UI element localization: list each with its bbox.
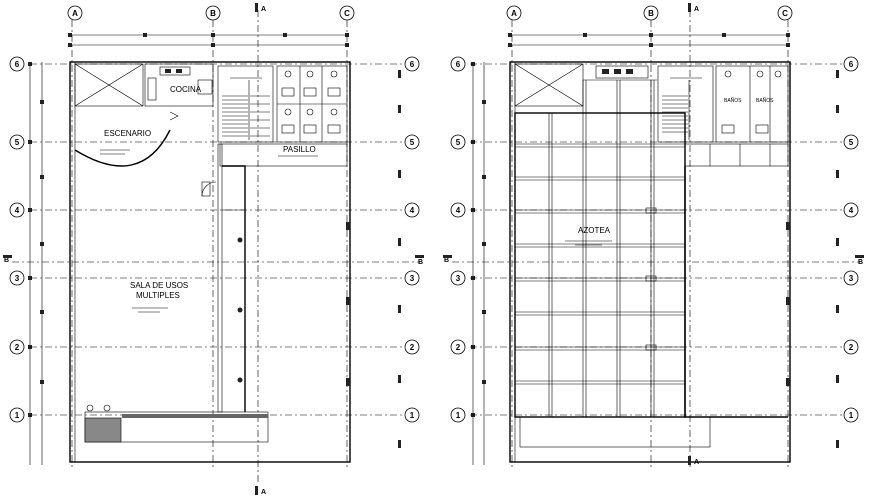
- shaft: [74, 63, 144, 107]
- svg-text:3: 3: [849, 274, 854, 283]
- right-row-bubbles-right: 6 5 4 3 2 1: [843, 56, 859, 423]
- svg-text:4: 4: [456, 206, 461, 215]
- left-row-bubbles-right: 6 5 4 3 2 1: [404, 56, 420, 423]
- left-column-bubbles: A B C: [67, 5, 355, 21]
- right-column-bubbles: A B C: [506, 5, 793, 21]
- row-label-3: 3: [15, 274, 20, 283]
- right-right-ticks: [836, 70, 839, 448]
- right-cut-markers: A A B B: [443, 3, 864, 466]
- svg-text:C: C: [344, 9, 350, 18]
- roof-outer-wall: [509, 61, 791, 463]
- hall-label-line1: SALA DE USOS: [130, 281, 188, 290]
- restrooms: [276, 65, 348, 143]
- bath-b-label: BAÑOS: [756, 97, 774, 104]
- roof-bubble-a: A: [511, 9, 517, 18]
- left-right-ticks: [398, 70, 401, 448]
- row-label-2: 2: [15, 343, 20, 352]
- cut-mark-top: A: [261, 6, 266, 13]
- svg-text:6: 6: [410, 60, 415, 69]
- partition-wall: [222, 165, 246, 412]
- svg-text:3: 3: [410, 274, 415, 283]
- cut-mark-left: B: [4, 257, 9, 264]
- bubble-b: [205, 5, 221, 21]
- roof-cut-mark-top: A: [694, 6, 699, 13]
- row-label-1: 1: [15, 411, 20, 420]
- left-row-bubbles-left: 6 5 4 3 2 1: [9, 56, 25, 423]
- right-roof-plan: BAÑOS BAÑOS: [443, 3, 864, 470]
- roof-label: AZOTEA: [578, 226, 611, 235]
- bubble-a: [67, 5, 83, 21]
- roof-tile-grid: [514, 79, 686, 418]
- roof-cut-mark-left: B: [444, 257, 449, 264]
- row-label-6: 6: [15, 60, 20, 69]
- stairs: [217, 65, 274, 143]
- stage-label: ESCENARIO: [104, 129, 151, 138]
- svg-text:2: 2: [849, 343, 854, 352]
- roof-restrooms: BAÑOS BAÑOS: [715, 65, 789, 143]
- stair-treads: [222, 77, 270, 140]
- roof-cut-mark-bottom: A: [694, 459, 699, 466]
- hallway-label: PASILLO: [283, 145, 316, 154]
- roof-bubble-b: B: [648, 9, 654, 18]
- door: [201, 181, 211, 197]
- svg-text:5: 5: [456, 138, 461, 147]
- roof-stair-treads: [662, 77, 702, 140]
- svg-text:5: 5: [410, 138, 415, 147]
- svg-text:1: 1: [410, 411, 415, 420]
- svg-text:5: 5: [849, 138, 854, 147]
- row-label-5: 5: [15, 138, 20, 147]
- kitchen-label: COCINA: [170, 85, 202, 94]
- row-label-4: 4: [15, 206, 20, 215]
- left-cut-markers: A A B B: [3, 3, 424, 496]
- svg-text:3: 3: [456, 274, 461, 283]
- cut-mark-right: B: [418, 259, 423, 266]
- svg-text:1: 1: [456, 411, 461, 420]
- svg-text:1: 1: [849, 411, 854, 420]
- cut-mark-bottom: A: [261, 489, 266, 496]
- svg-text:2: 2: [410, 343, 415, 352]
- left-floor-plan: COCINA PASILLO ESCENARIO: [3, 3, 424, 496]
- bubble-c: [339, 5, 355, 21]
- svg-text:6: 6: [456, 60, 461, 69]
- svg-text:2: 2: [456, 343, 461, 352]
- stage-edge: [74, 129, 171, 167]
- right-row-bubbles-left: 6 5 4 3 2 1: [450, 56, 466, 423]
- svg-text:A: A: [72, 9, 78, 18]
- svg-text:B: B: [210, 9, 216, 18]
- svg-text:4: 4: [849, 206, 854, 215]
- svg-text:6: 6: [849, 60, 854, 69]
- bath-a-label: BAÑOS: [724, 97, 742, 104]
- kitchen-room: [144, 63, 214, 107]
- hallway: [219, 143, 348, 167]
- roof-bubble-c: C: [782, 9, 788, 18]
- svg-text:4: 4: [410, 206, 415, 215]
- hall-label-line2: MULTIPLES: [136, 291, 180, 300]
- roof-cut-mark-right: B: [858, 259, 863, 266]
